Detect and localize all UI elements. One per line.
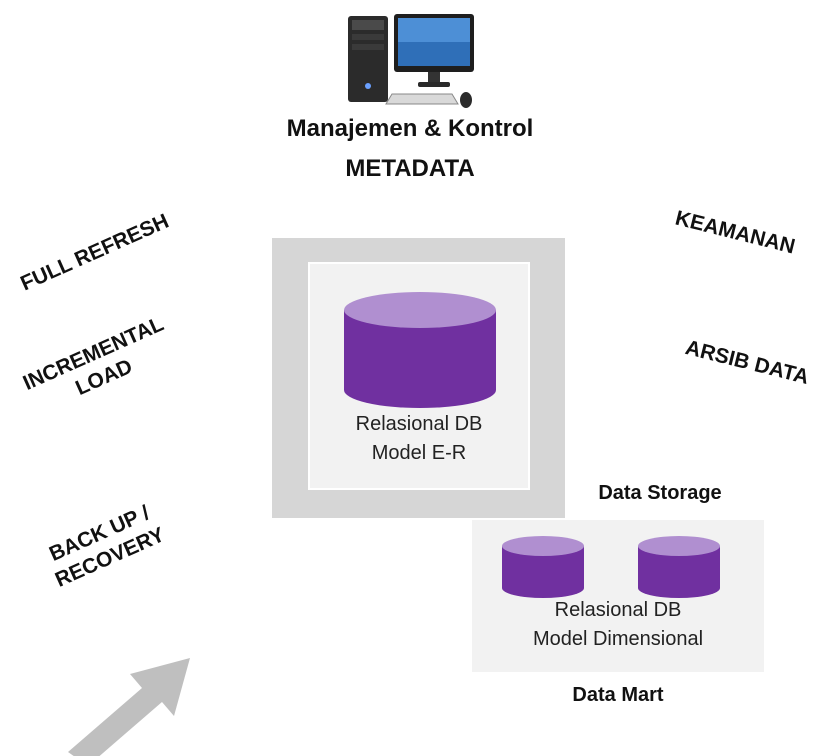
arsib-data-text: ARSIB DATA (683, 336, 812, 389)
mart-db-cylinder-left (502, 536, 584, 598)
desktop-computer-icon (348, 14, 474, 108)
mart-db-cylinder-right (638, 536, 720, 598)
keamanan-label: KEAMANAN (659, 202, 811, 264)
backup-recovery-label: BACK UP / RECOVERY (17, 488, 194, 605)
arsib-data-label: ARSIB DATA (671, 332, 823, 394)
data-storage-caption: Data Storage (598, 482, 722, 504)
mart-db-caption: Relasional DB Model Dimensional (480, 596, 756, 654)
up-right-arrow-icon (68, 658, 190, 756)
relational-db-cylinder (344, 292, 496, 408)
full-refresh-label: FULL REFRESH (12, 207, 178, 300)
storage-db-line-1: Relasional DB (355, 413, 483, 435)
title-line-2: METADATA (345, 155, 475, 182)
incremental-load-label: INCREMENTAL LOAD (11, 308, 188, 425)
storage-db-caption: Relasional DB Model E-R (320, 410, 518, 468)
mart-db-line-2: Model Dimensional (532, 628, 704, 650)
data-mart-caption: Data Mart (572, 684, 664, 706)
storage-db-line-2: Model E-R (371, 442, 467, 464)
keamanan-text: KEAMANAN (672, 206, 798, 259)
mart-db-line-1: Relasional DB (554, 599, 682, 621)
full-refresh-text: FULL REFRESH (17, 209, 173, 296)
title-line-1: Manajemen & Kontrol (286, 115, 534, 142)
